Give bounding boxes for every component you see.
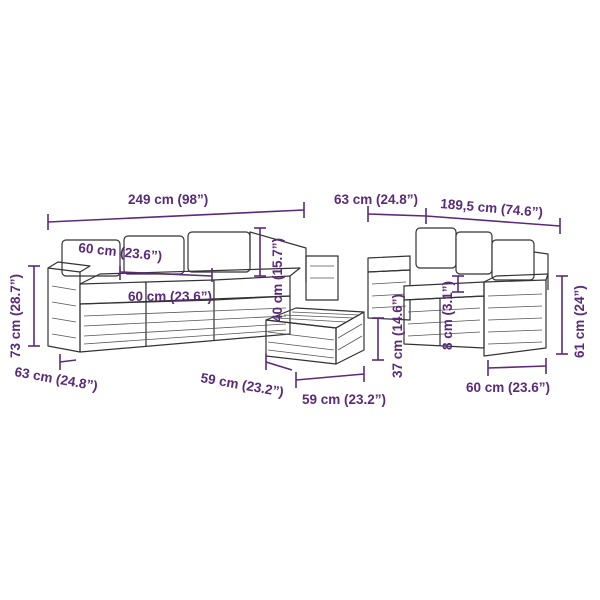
back-cushion [491, 239, 535, 281]
label-armrest-height: 61 cm (24”) [572, 285, 587, 358]
sofa-base [79, 295, 291, 353]
label-corner-depth: 63 cm (24.8”) [334, 192, 418, 207]
dimension-lines [28, 202, 568, 388]
front-module [483, 279, 547, 357]
left-armrest-top [47, 261, 91, 273]
label-table-depth: 59 cm (23.2”) [199, 370, 284, 399]
label-cushion-thickness: 8 cm (3.1”) [440, 281, 455, 350]
table-side [335, 311, 365, 365]
table-front [265, 319, 337, 365]
armrest-side [367, 269, 411, 321]
back-frame [533, 251, 549, 290]
left-armrest [47, 267, 81, 353]
label-table-width: 59 cm (23.2”) [302, 392, 386, 407]
armrest-top [367, 255, 411, 273]
back-cushion [61, 239, 121, 277]
label-back-height: 40 cm (15.7”) [270, 238, 285, 322]
back-cushion [187, 231, 251, 273]
label-sofa-depth: 63 cm (24.8”) [13, 364, 98, 393]
coffee-table-drawing [265, 307, 365, 365]
label-sofa-height: 73 cm (28.7”) [8, 274, 23, 358]
front-module-top [483, 273, 549, 283]
label-sofa-width: 249 cm (98”) [128, 192, 208, 207]
right-armrest [305, 255, 339, 301]
back-cushion [455, 231, 493, 275]
seat-top-edge [79, 267, 301, 285]
left-sofa-drawing [47, 231, 339, 353]
right-sofa-drawing [367, 227, 549, 357]
label-seat-depth: 60 cm (23.6”) [128, 289, 212, 304]
back-cushion [415, 227, 457, 269]
label-corner-width: 189,5 cm (74.6”) [440, 196, 544, 220]
label-module-width: 60 cm (23.6”) [466, 380, 550, 395]
dimension-labels: 249 cm (98”) 60 cm (23.6”) 60 cm (23.6”)… [8, 192, 587, 407]
label-table-height: 37 cm (14.6”) [390, 294, 405, 378]
